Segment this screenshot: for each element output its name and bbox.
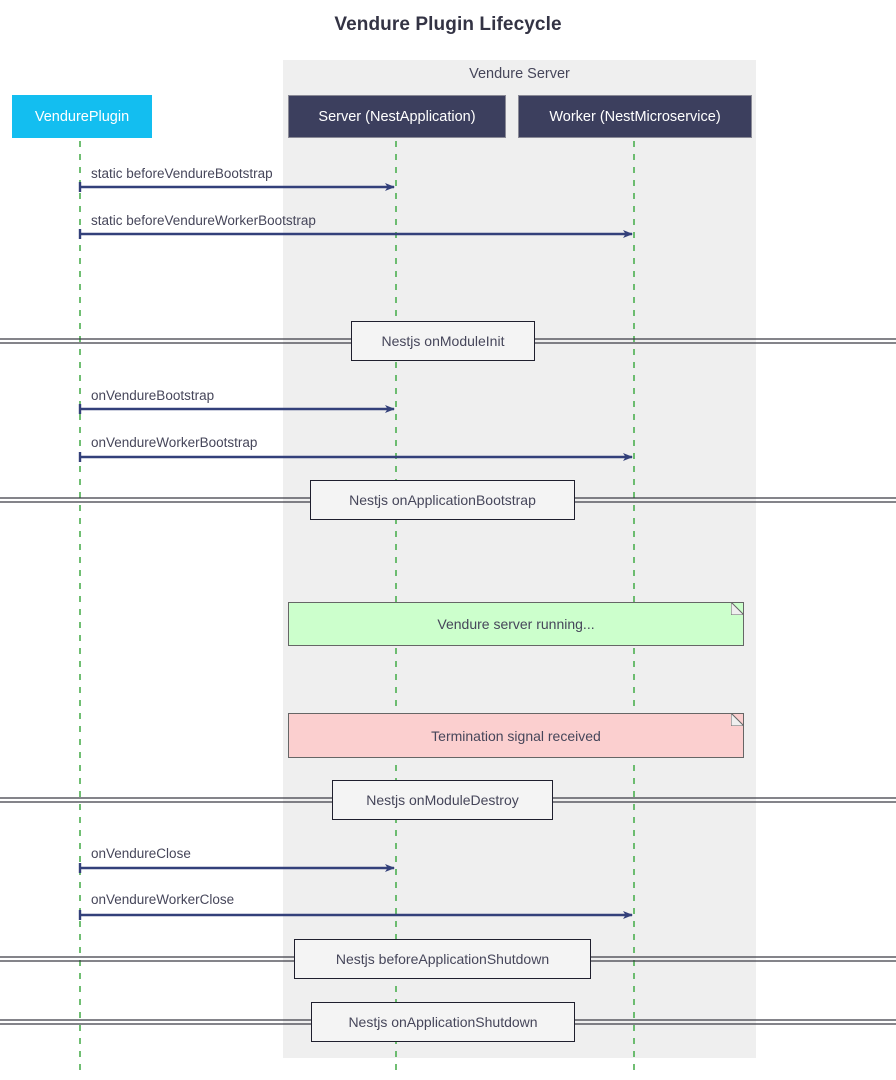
note-red: Termination signal received xyxy=(288,713,744,758)
note-fold-icon xyxy=(731,713,744,726)
page-title: Vendure Plugin Lifecycle xyxy=(334,14,562,35)
message-label: onVendureWorkerBootstrap xyxy=(91,435,258,450)
message-label: onVendureClose xyxy=(91,846,191,861)
note-label: Vendure server running... xyxy=(437,616,595,632)
message-arrows xyxy=(78,182,633,920)
divider-label: Nestjs onApplicationBootstrap xyxy=(349,492,536,508)
note-green: Vendure server running... xyxy=(288,602,744,646)
divider-label: Nestjs onModuleDestroy xyxy=(366,792,519,808)
vendure-server-group-rect xyxy=(283,60,756,1058)
actor-label: Worker (NestMicroservice) xyxy=(549,108,721,125)
message-label: static beforeVendureBootstrap xyxy=(91,166,273,181)
message-label: onVendureBootstrap xyxy=(91,388,215,403)
divider-label-box: Nestjs onModuleInit xyxy=(351,321,535,361)
divider-label-box: Nestjs onModuleDestroy xyxy=(332,780,553,820)
message-label: static beforeVendureWorkerBootstrap xyxy=(91,213,316,228)
actor-label: Server (NestApplication) xyxy=(318,108,476,125)
divider-label: Nestjs onModuleInit xyxy=(381,333,505,349)
actor-worker[interactable]: Worker (NestMicroservice) xyxy=(518,95,752,138)
note-label: Termination signal received xyxy=(431,727,601,744)
note-fold-icon xyxy=(731,602,744,615)
actor-plugin[interactable]: VendurePlugin xyxy=(12,95,152,138)
actor-label: VendurePlugin xyxy=(34,108,130,125)
divider-label-box: Nestjs beforeApplicationShutdown xyxy=(294,939,591,979)
group-label-vendure-server: Vendure Server xyxy=(469,66,570,82)
divider-label: Nestjs beforeApplicationShutdown xyxy=(335,951,550,967)
divider-label-box: Nestjs onApplicationBootstrap xyxy=(310,480,575,520)
actor-server[interactable]: Server (NestApplication) xyxy=(288,95,506,138)
divider-label-box: Nestjs onApplicationShutdown xyxy=(311,1002,575,1042)
divider-label: Nestjs onApplicationShutdown xyxy=(348,1014,538,1030)
message-label: onVendureWorkerClose xyxy=(91,892,235,907)
